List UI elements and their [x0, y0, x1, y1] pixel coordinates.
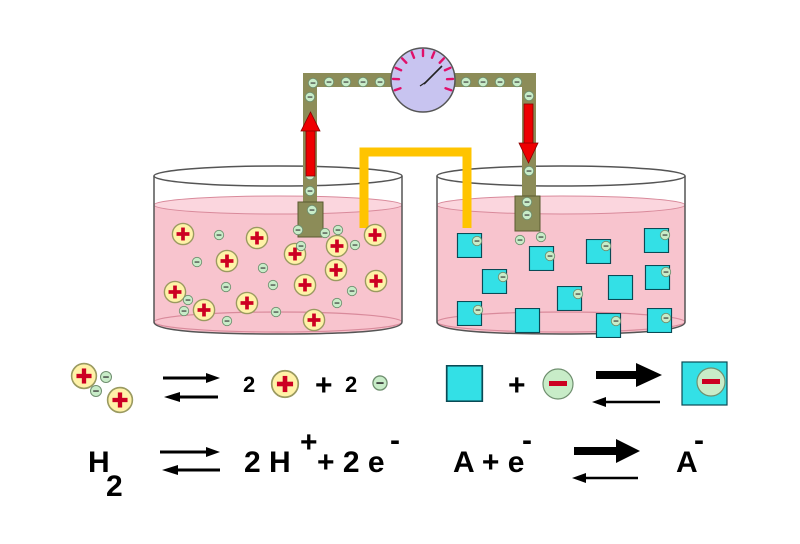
- bound-electron-icon: [471, 235, 483, 247]
- proton-icon: [364, 269, 388, 293]
- bound-electron-icon: [659, 229, 671, 241]
- reduced-acceptor-charge: -: [694, 424, 704, 457]
- right-beaker: [436, 165, 686, 335]
- electron-icon: [191, 256, 203, 268]
- electron-icon: [295, 240, 307, 252]
- reduced-acceptor-icon: [681, 361, 728, 406]
- plus-sign: +: [315, 369, 333, 402]
- salt-bridge: [359, 147, 472, 228]
- electron-icon: [346, 285, 358, 297]
- proton-icon: [245, 226, 269, 250]
- h2-subscript: 2: [106, 470, 123, 503]
- proton-products: 2 H: [244, 446, 291, 479]
- acceptor-icon: [607, 275, 634, 300]
- reduced-acceptor-formula: A: [676, 446, 698, 479]
- electron-icon: [270, 306, 282, 318]
- electron-icon: [220, 281, 232, 293]
- meter-gauge-icon: [390, 47, 456, 113]
- pictorial-equation-row: [70, 361, 728, 414]
- electron-icon: [331, 297, 343, 309]
- bound-electron-icon: [660, 266, 672, 278]
- forward-dominant-arrows-icon: [592, 363, 662, 407]
- electron-icon: [349, 239, 361, 251]
- free-electron-icon: [535, 231, 547, 243]
- acceptor-reactants: A + e: [453, 446, 525, 479]
- bound-electron-icon: [572, 288, 584, 300]
- bound-electron-icon: [610, 315, 622, 327]
- proton-icon: [192, 298, 216, 322]
- electron-icon: [213, 229, 225, 241]
- acceptor-forward-arrows-icon: [572, 439, 640, 483]
- electron-icon: [372, 375, 388, 391]
- red-arrow-down-icon: [518, 103, 539, 164]
- proton-icon: [325, 234, 349, 258]
- electron-icon: [292, 224, 304, 236]
- bound-electron-icon: [600, 240, 612, 252]
- proton-icon: [270, 369, 300, 399]
- gauge-tick: [400, 57, 408, 64]
- proton-icon: [171, 222, 195, 246]
- red-arrow-up-icon: [300, 111, 321, 177]
- bound-electron-icon: [544, 250, 556, 262]
- electron-icon: [221, 315, 233, 327]
- proton-charge: +: [300, 426, 318, 459]
- electron-icon: [178, 305, 190, 317]
- proton-icon: [235, 291, 259, 315]
- reactant-electron-charge: -: [522, 424, 532, 457]
- bound-electron-icon: [472, 304, 484, 316]
- proton-icon: [363, 223, 387, 247]
- h2-equilibrium-arrows-icon: [160, 447, 220, 475]
- acceptor-icon: [514, 308, 541, 333]
- electron-icon: [319, 227, 331, 239]
- proton-icon: [163, 280, 187, 304]
- proton-icon: [215, 249, 239, 273]
- bound-electron-icon: [497, 271, 509, 283]
- electron-icon: [257, 262, 269, 274]
- acceptor-icon: [445, 365, 484, 402]
- h2-formula: H: [88, 446, 110, 479]
- gauge-tick: [393, 87, 402, 92]
- h2-molecule-icon: [70, 362, 134, 414]
- proton-icon: [302, 308, 326, 332]
- electron-icon: [332, 224, 344, 236]
- bound-electron-icon: [660, 312, 672, 324]
- electron-icon: [182, 294, 194, 306]
- gauge-tick: [410, 50, 416, 59]
- proton-icon: [324, 258, 348, 282]
- electron-icon: [267, 279, 279, 291]
- right-solution: [437, 205, 685, 334]
- equilibrium-arrows-icon: [163, 373, 220, 402]
- gauge-tick: [444, 87, 453, 92]
- plus-sign-right: +: [508, 369, 526, 402]
- large-electron-icon: [542, 368, 574, 400]
- gauge-tick: [438, 57, 446, 64]
- electron-charge: -: [390, 424, 400, 457]
- electron-coefficient: 2: [345, 372, 358, 397]
- electron-products: + 2 e: [317, 446, 385, 479]
- proton-icon: [293, 273, 317, 297]
- proton-coefficient: 2: [243, 372, 256, 397]
- gauge-tick: [443, 66, 452, 72]
- gauge-tick: [430, 50, 436, 59]
- gauge-tick: [394, 66, 403, 72]
- free-electron-icon: [514, 234, 526, 246]
